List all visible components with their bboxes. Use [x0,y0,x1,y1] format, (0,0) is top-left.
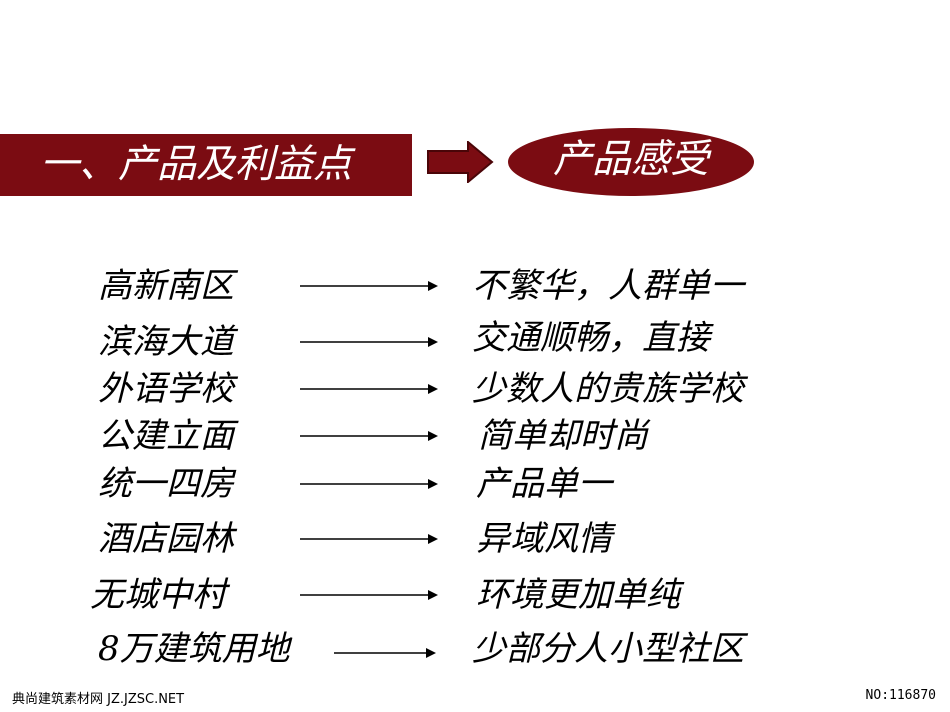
arrow-icon [334,648,436,658]
feature-label: 酒店园林 [98,519,234,559]
list-item: 滨海大道 交通顺畅，直接 [0,316,950,362]
benefit-label: 简单却时尚 [478,416,648,456]
title-bar: 一、产品及利益点 [0,134,412,196]
list-item: 高新南区 不繁华，人群单一 [0,264,950,308]
list-item: 酒店园林 异域风情 [0,517,950,561]
benefit-label: 产品单一 [476,464,612,504]
block-arrow-icon [426,139,496,187]
slide-title: 一、产品及利益点 [40,142,353,187]
benefit-label: 异域风情 [476,519,612,559]
feature-label: 无城中村 [90,575,226,615]
benefit-label: 交通顺畅，直接 [472,318,710,358]
benefit-label: 环境更加单纯 [476,575,680,615]
feature-label: 滨海大道 [98,322,234,362]
footer-watermark: 典尚建筑素材网 JZ.JZSC.NET [12,692,185,707]
benefit-label: 不繁华，人群单一 [472,266,744,306]
feature-label: 外语学校 [98,369,234,409]
feature-label: 高新南区 [98,266,234,306]
list-item: 8万建筑用地 少部分人小型社区 [0,627,950,671]
list-item: 无城中村 环境更加单纯 [0,573,950,617]
product-feeling-oval: 产品感受 [508,128,754,196]
footer-number: NO:116870 [865,688,936,703]
list-item: 公建立面 简单却时尚 [0,414,950,458]
benefit-label: 少数人的贵族学校 [472,369,744,409]
benefit-label: 少部分人小型社区 [472,629,744,669]
arrow-icon [300,431,438,441]
feature-label: 公建立面 [98,416,234,456]
list-item: 统一四房 产品单一 [0,462,950,506]
arrow-icon [300,590,438,600]
list-item: 外语学校 少数人的贵族学校 [0,367,950,411]
arrow-icon [300,337,438,347]
arrow-icon [300,479,438,489]
feature-label: 8万建筑用地 [98,629,290,669]
feature-label: 统一四房 [98,464,234,504]
arrow-icon [300,384,438,394]
arrow-icon [300,534,438,544]
oval-label: 产品感受 [552,137,709,182]
arrow-icon [300,281,438,291]
